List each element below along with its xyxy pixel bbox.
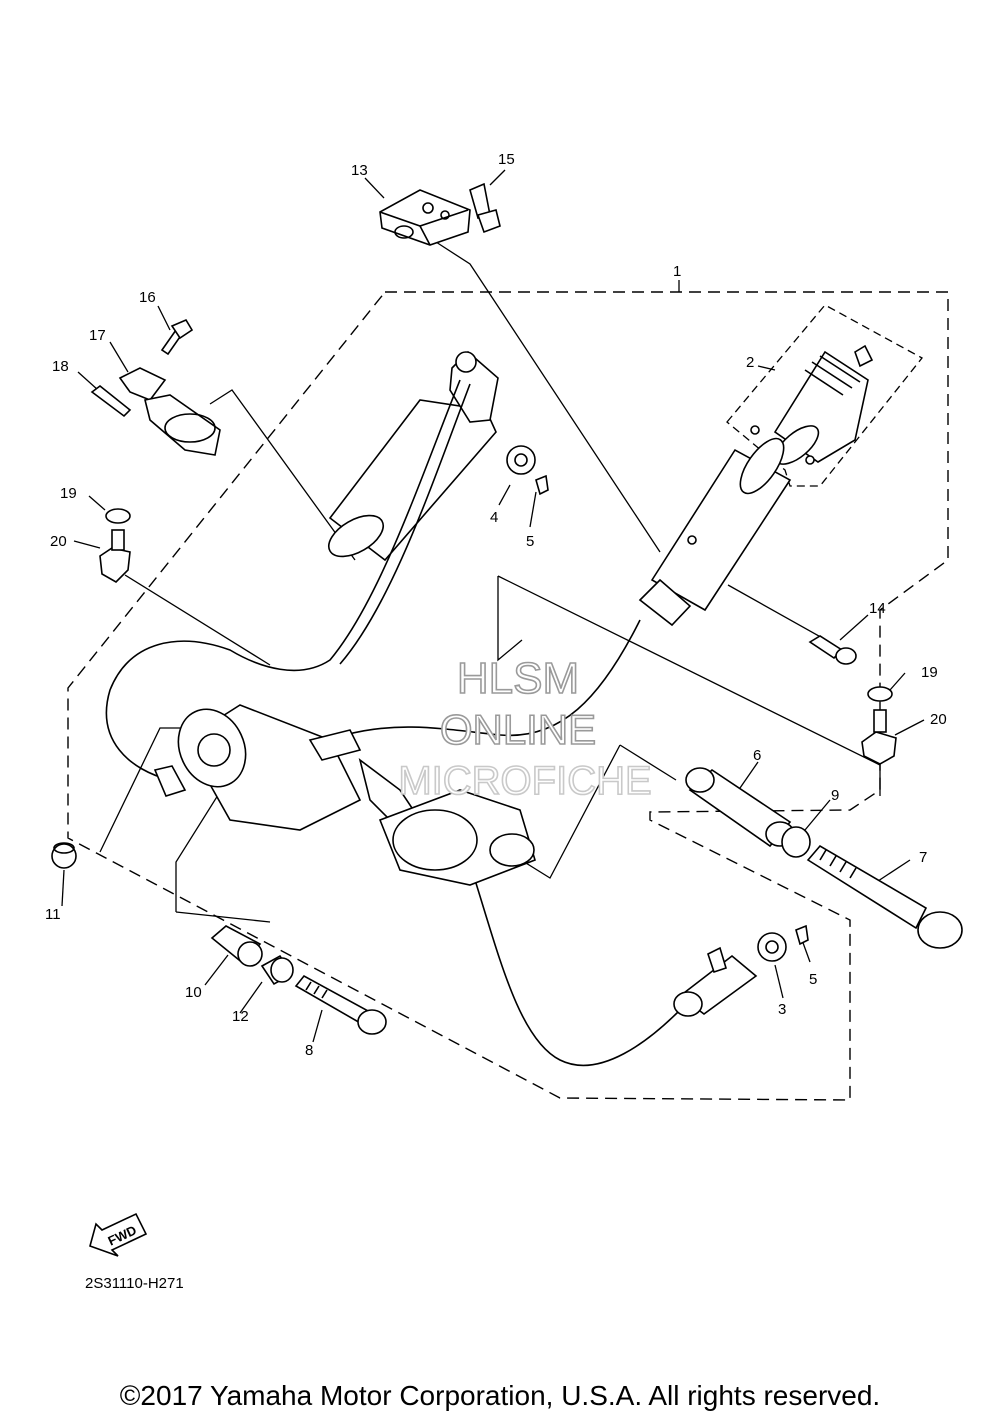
- part-3-knob: [757, 932, 787, 962]
- part-5-screw-upper: [535, 474, 549, 496]
- callout-6: 6: [753, 747, 761, 764]
- callout-5-upper: 5: [526, 533, 534, 550]
- part-12-bushing: [260, 954, 294, 986]
- reservoir: [328, 350, 499, 562]
- watermark-line-1: HLSM: [457, 654, 579, 703]
- part-2-adjuster: [750, 344, 874, 465]
- remote-adjuster-body: [638, 437, 792, 627]
- callout-7: 7: [919, 849, 927, 866]
- part-17-bracket: [118, 367, 221, 456]
- callout-20-right: 20: [930, 711, 947, 728]
- part-7-bolt: [806, 844, 963, 949]
- part-10-spacer: [210, 925, 263, 967]
- part-19-washer-right: [867, 686, 893, 702]
- callout-11: 11: [45, 906, 61, 923]
- lower-remote-adjuster: [673, 946, 758, 1017]
- part-20-clip-left: [99, 529, 131, 583]
- callout-18: 18: [52, 358, 69, 375]
- part-19-washer-left: [105, 508, 131, 524]
- callout-12: 12: [232, 1008, 249, 1025]
- watermark-line-3: MICROFICHE: [398, 759, 651, 803]
- callout-19-left: 19: [60, 485, 77, 502]
- callout-19-right: 19: [921, 664, 938, 681]
- watermark: HLSM ONLINE MICROFICHE: [398, 653, 653, 804]
- forward-arrow-icon: FWD: [89, 1212, 148, 1257]
- callout-3: 3: [778, 1001, 786, 1018]
- watermark-line-2: ONLINE: [440, 706, 596, 753]
- part-5-screw-lower: [795, 924, 809, 946]
- part-9-washer: [781, 826, 811, 858]
- callout-20-left: 20: [50, 533, 67, 550]
- callout-9: 9: [831, 787, 839, 804]
- part-11-collar: [51, 842, 77, 869]
- callout-17: 17: [89, 327, 106, 344]
- callouts: 1 2 3 4 5 5 6 7 8 9 10 11 12 13 14 15 16…: [45, 151, 947, 1059]
- part-6-spacer: [685, 767, 795, 848]
- hydraulic-hoses: [105, 379, 681, 1067]
- main-shock-absorber: [153, 704, 536, 886]
- assembly-boundary-outline: [67, 291, 949, 1101]
- copyright-notice: ©2017 Yamaha Motor Corporation, U.S.A. A…: [120, 1380, 880, 1411]
- part-15-bolt: [469, 182, 501, 234]
- callout-14: 14: [869, 600, 886, 617]
- callout-1: 1: [673, 263, 681, 280]
- callout-13: 13: [351, 162, 368, 179]
- callout-10: 10: [185, 984, 202, 1001]
- callout-16: 16: [139, 289, 156, 306]
- callout-5-lower: 5: [809, 971, 817, 988]
- part-14-bolt: [808, 635, 857, 665]
- subassembly-boundary-outline: [726, 304, 923, 487]
- part-13-bracket: [379, 189, 471, 246]
- callout-15: 15: [498, 151, 515, 168]
- part-18-bolt: [90, 384, 132, 418]
- callout-8: 8: [305, 1042, 313, 1059]
- diagram-code: 2S31110-H271: [85, 1275, 184, 1292]
- callout-4: 4: [490, 509, 498, 526]
- part-20-clip-right: [861, 709, 897, 765]
- part-16-bolt: [160, 318, 194, 356]
- part-4-knob: [506, 445, 536, 475]
- leader-lines: [61, 169, 925, 1043]
- part-8-bolt: [294, 974, 387, 1035]
- callout-2: 2: [746, 354, 754, 371]
